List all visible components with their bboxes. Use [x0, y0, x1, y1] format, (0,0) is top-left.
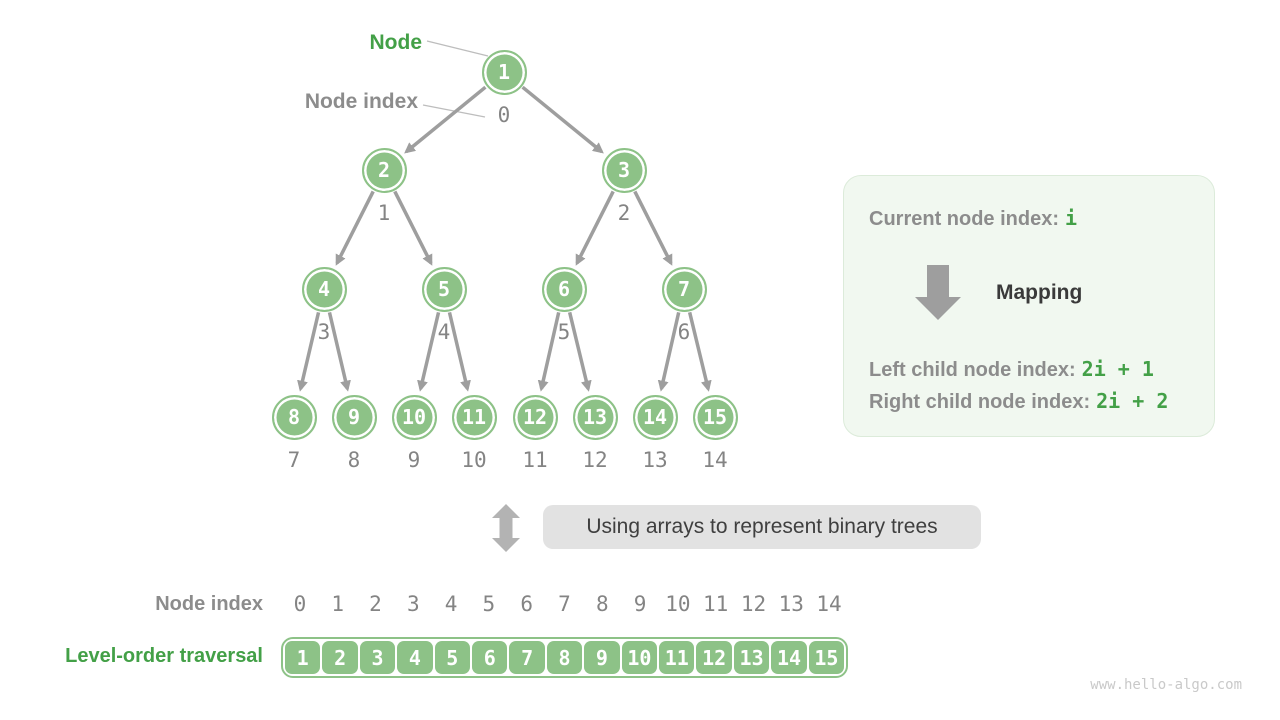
- array-cell: 14: [771, 641, 807, 674]
- current-node-index-label: Current node index:: [869, 208, 1060, 230]
- array-index-value: 12: [740, 592, 767, 616]
- array-index-value: 7: [558, 592, 571, 616]
- array-index-value: 8: [595, 592, 609, 616]
- array-cell: 12: [696, 641, 732, 674]
- array-index-value: 2: [369, 592, 382, 616]
- tree-node-index: 7: [287, 448, 301, 472]
- array-index-value: 5: [482, 592, 496, 616]
- caption-label: Using arrays to represent binary trees: [543, 505, 981, 549]
- left-child-index-label: Left child node index:: [869, 359, 1076, 381]
- tree-node-index: 0: [497, 103, 511, 127]
- right-child-index-label: Right child node index:: [869, 391, 1091, 413]
- array-cell: 1: [285, 641, 321, 674]
- tree-node-index: 8: [347, 448, 361, 472]
- array-index-value: 13: [778, 592, 804, 616]
- tree-node-index: 11: [522, 448, 548, 472]
- mapping-info-box: Current node index:i Mapping Left child …: [843, 175, 1215, 437]
- right-child-index-line: Right child node index:2i + 2: [869, 389, 1168, 414]
- tree-node: 10: [391, 394, 437, 440]
- tree-node: 12: [512, 394, 558, 440]
- array-index-value: 4: [444, 592, 458, 616]
- tree-node: 11: [451, 394, 497, 440]
- current-node-index-line: Current node index:i: [869, 206, 1077, 231]
- tree-node: 4: [301, 266, 347, 312]
- tree-node: 5: [421, 266, 467, 312]
- tree-node-index: 6: [677, 320, 691, 344]
- tree-node: 9: [331, 394, 377, 440]
- tree-node: 6: [541, 266, 587, 312]
- tree-node-index: 2: [617, 201, 631, 225]
- tree-node-index: 1: [377, 201, 391, 225]
- array-index-value: 14: [816, 592, 842, 616]
- tree-node: 8: [271, 394, 317, 440]
- array-cell: 13: [733, 641, 770, 674]
- array-cell: 2: [322, 641, 358, 674]
- array-cell: 10: [621, 641, 658, 674]
- tree-node: 14: [632, 394, 678, 440]
- level-order-traversal-label: Level-order traversal: [65, 645, 263, 667]
- array-cell: 15: [808, 641, 845, 674]
- array-cell: 8: [546, 641, 583, 674]
- tree-node: 3: [601, 147, 647, 193]
- current-node-index-value: i: [1065, 206, 1078, 230]
- array-cell: 4: [397, 641, 433, 674]
- tree-node-index: 4: [437, 320, 451, 344]
- array-cell: 3: [359, 641, 396, 674]
- array-index-value: 11: [703, 592, 729, 616]
- tree-node: 13: [572, 394, 618, 440]
- tree-node-index: 14: [702, 448, 728, 472]
- array-index-value: 10: [665, 592, 691, 616]
- tree-node-index: 13: [642, 448, 668, 472]
- array-index-value: 9: [633, 592, 647, 616]
- tree-node-index: 3: [317, 320, 331, 344]
- array-index-value: 3: [406, 592, 420, 616]
- array-cell: 11: [659, 641, 695, 674]
- left-child-index-value: 2i + 1: [1081, 357, 1154, 381]
- tree-node-index: 5: [557, 320, 571, 344]
- tree-node: 2: [361, 147, 407, 193]
- array-index-label: Node index: [155, 593, 263, 615]
- tree-node-index: 12: [582, 448, 608, 472]
- tree-node: 7: [661, 266, 707, 312]
- array-cell: 9: [584, 641, 620, 674]
- left-child-index-line: Left child node index:2i + 1: [869, 357, 1154, 382]
- right-child-index-value: 2i + 2: [1096, 389, 1169, 413]
- node-index-callout-label: Node index: [304, 90, 418, 113]
- mapping-label: Mapping: [996, 281, 1083, 304]
- tree-node: 15: [692, 394, 738, 440]
- array-index-value: 0: [293, 592, 307, 616]
- watermark: www.hello-algo.com: [1090, 677, 1242, 693]
- array-cell: 6: [472, 641, 508, 674]
- tree-node-index: 10: [461, 448, 487, 472]
- array-cell: 7: [509, 641, 545, 674]
- array-cell: 5: [434, 641, 471, 674]
- node-callout-label: Node: [369, 31, 423, 54]
- tree-node-index: 9: [407, 448, 421, 472]
- array-index-value: 6: [520, 592, 533, 616]
- array-index-value: 1: [331, 592, 345, 616]
- tree-node: 1: [481, 49, 527, 95]
